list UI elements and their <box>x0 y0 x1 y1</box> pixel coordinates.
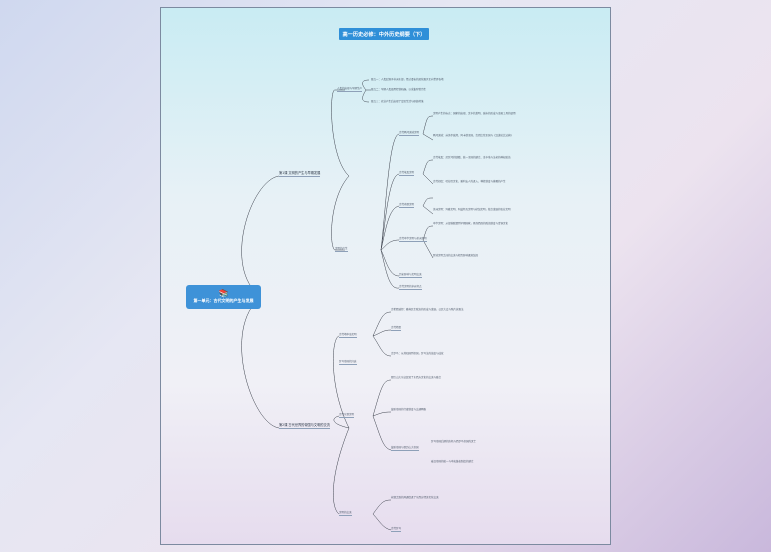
branch-b-note: 亚历山大东征促进了东西方文化的交流与融合 <box>391 376 442 379</box>
branch-a-note: 古代印度：哈拉巴文化、雅利安人的进入、种姓制度与佛教的产生 <box>433 180 506 183</box>
branch-b-note: 罗马帝国后期的危机与西罗马帝国的灭亡 <box>431 440 477 443</box>
branch-a-note: 要点三：农业产生后出现了定居生活与原始村落 <box>371 100 424 103</box>
book-stack-icon: 📚 <box>218 289 229 298</box>
branch-a-note: 中华文明：从部落联盟到早期国家，夏商西周的政治制度与青铜文化 <box>433 222 509 225</box>
branch-a-item[interactable]: 古代两河流域文明 <box>399 131 420 136</box>
branch-a-item[interactable]: 古代埃及文明 <box>399 171 415 176</box>
branch-a-note: 区域文明之间的交流与相互影响逐渐加深 <box>433 254 479 257</box>
branch-a-label[interactable]: 第1课 文明的产生与早期发展 <box>279 171 321 177</box>
branch-a-item[interactable]: 文明的产生 <box>335 247 348 252</box>
branch-b-item[interactable]: 古代罗马 <box>391 527 402 532</box>
branch-b-item[interactable]: 古代希腊 <box>391 326 402 331</box>
branch-a-note: 要点二：早期人类使用打制石器，以采集狩猎为生 <box>371 88 427 91</box>
branch-a-item[interactable]: 古代中华文明与美洲文明 <box>399 237 427 242</box>
branch-a-note: 古代埃及：尼罗河的馈赠、统一王国的建立、金字塔与法老的神权统治 <box>433 156 511 159</box>
branch-a-item[interactable]: 古代南亚文明 <box>399 203 415 208</box>
branch-b-label[interactable]: 第2课 古代世界的帝国与文明的交流 <box>279 423 330 429</box>
mindmap-canvas: 高一历史必修：中外历史纲要（下） <box>160 7 611 545</box>
branch-b-note: 古罗马：从共和国到帝国，罗马法的演变与成就 <box>391 352 444 355</box>
branch-b-item[interactable]: 波斯帝国与亚历山大帝国 <box>391 446 419 451</box>
branch-b-item[interactable]: 罗马帝国的兴衰 <box>339 360 357 365</box>
branch-b-item[interactable]: 古代东亚文明 <box>339 413 355 418</box>
branch-b-note: 波斯帝国的行省制度与交通网络 <box>391 408 427 411</box>
branch-a-item[interactable]: 人类的出现与早期生产 <box>337 87 363 92</box>
branch-b-note: 古希腊城邦：雅典民主政治的形成与发展，公民大会与陶片放逐法 <box>391 308 464 311</box>
page-title: 高一历史必修：中外历史纲要（下） <box>339 28 429 40</box>
branch-b-note: 秦汉帝国的统一与中央集权制度的建立 <box>431 460 474 463</box>
branch-a-note: 文明产生的标志：国家的出现、文字的发明、城市的形成与金属工具的使用 <box>433 112 516 115</box>
connector-lines <box>241 79 434 531</box>
branch-b-item[interactable]: 文明的交流 <box>339 511 352 516</box>
branch-a-note: 美洲文明：玛雅文明、阿兹特克文明与印加文明，独立发展的农业文明 <box>433 208 511 211</box>
branch-b-item[interactable]: 古代地中海文明 <box>339 333 357 338</box>
branch-a-note: 要点一：人类起源于非洲东部，经过漫长的进化逐步走向世界各地 <box>371 78 444 81</box>
root-node[interactable]: 📚 第一单元：古代文明的产生与发展 <box>186 285 261 309</box>
branch-b-note: 丝绸之路的开通促进了东西方经济文化交流 <box>391 496 439 499</box>
branch-a-item[interactable]: 历史影响与文明交流 <box>399 273 422 278</box>
branch-a-note: 两河流域：苏美尔城邦、阿卡德王国、古巴比伦王国与《汉谟拉比法典》 <box>433 134 514 137</box>
branch-a-item[interactable]: 古代文明的多元特点 <box>399 285 422 290</box>
